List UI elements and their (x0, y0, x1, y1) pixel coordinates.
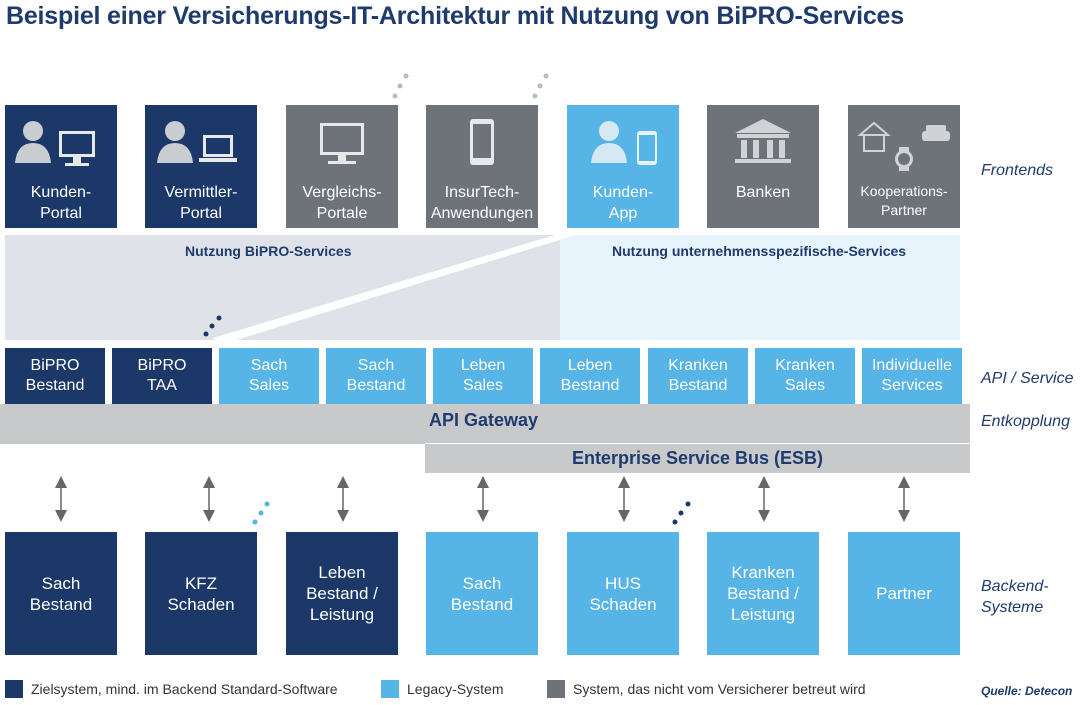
frontend-label-line: InsurTech- (444, 184, 520, 201)
esb-label: Enterprise Service Bus (ESB) (571, 448, 824, 468)
service-label-line: Sach (250, 357, 288, 374)
agent-with-laptop-icon (157, 121, 237, 163)
frontend-label-line: Partner (881, 202, 927, 218)
service-label-line: Sales (248, 377, 290, 394)
service-label-line: Sales (462, 377, 504, 394)
backend-system-box: Partner (848, 532, 960, 655)
company-usage-label: Nutzung unternehmensspezifische-Services (612, 243, 907, 259)
frontend-card: Vergleichs- Portale (286, 105, 398, 228)
side-label-backend: Backend- Systeme (981, 578, 1049, 616)
service-label-line: Bestand (560, 377, 620, 394)
service-label-line: Leben (567, 357, 613, 374)
service-box: BiPRO TAA (112, 348, 212, 404)
side-label-frontends: Frontends (981, 162, 1054, 179)
page-title: Beispiel einer Versicherungs-IT-Architek… (6, 2, 904, 30)
frontend-label-line: Anwendungen (430, 205, 534, 222)
frontend-label-line: Portale (316, 205, 368, 222)
bipro-usage-label: Nutzung BiPRO-Services (185, 243, 352, 259)
backend-label-line: Leistung (730, 605, 796, 624)
smartphone-icon (470, 119, 494, 165)
legend-swatch (5, 680, 23, 698)
frontend-card: Kooperations- Partner (848, 105, 960, 228)
backend-label-line: KFZ (184, 573, 218, 593)
service-box: BiPRO Bestand (5, 348, 105, 404)
legend-label: System, das nicht vom Versicherer betreu… (573, 681, 866, 697)
legend-label: Zielsystem, mind. im Backend Standard-So… (31, 681, 338, 697)
frontend-label-line: App (608, 205, 638, 222)
frontend-label-line: Portal (180, 205, 222, 222)
service-label-line: Sales (784, 377, 826, 394)
frontend-label-line: Portal (40, 205, 82, 222)
service-label-line: Bestand (346, 377, 406, 394)
frontend-label-line: Vermittler- (164, 184, 238, 201)
legend-swatch (381, 680, 399, 698)
frontend-label-line: Kooperations- (860, 183, 948, 199)
frontend-card: Vermittler- Portal (145, 105, 257, 228)
source-label: Quelle: Detecon (981, 684, 1073, 698)
frontend-card: Banken (707, 105, 819, 228)
frontend-card: Kunden- App (567, 105, 679, 228)
customer-with-phone-icon (591, 121, 657, 165)
backend-label-line: Bestand (450, 594, 514, 614)
backend-label-line: Leben (318, 563, 366, 582)
service-label-line: Bestand (25, 377, 85, 394)
backend-label-line: HUS (605, 573, 641, 593)
side-label-api: API / Service (981, 370, 1074, 387)
backend-label-line: Leistung (309, 605, 375, 624)
frontend-label-line: Kunden- (30, 184, 92, 201)
frontend-label-line: Banken (735, 184, 791, 201)
backend-label-line: Sach (41, 573, 81, 593)
api-gateway-label: API Gateway (429, 410, 539, 430)
backend-label-line: Bestand (29, 594, 93, 614)
esb-bar: Enterprise Service Bus (ESB) (425, 443, 970, 473)
backend-label-line: Schaden (167, 594, 235, 614)
monitor-icon (320, 123, 364, 164)
service-label-line: Individuelle (871, 357, 953, 374)
api-gateway-bar (0, 404, 970, 444)
backend-label-line: Partner (876, 584, 932, 603)
backend-label-line: Kranken (731, 563, 795, 582)
frontend-card: InsurTech- Anwendungen (426, 105, 538, 228)
side-label-decoupling: Entkopplung (981, 413, 1070, 430)
service-label-line: Leben (460, 357, 506, 374)
service-label-line: Sach (357, 357, 395, 374)
frontend-card: Kunden- Portal (5, 105, 117, 228)
backend-label-line: Sach (462, 573, 502, 593)
customer-with-monitor-icon (15, 121, 95, 166)
house-car-watch-icon (857, 121, 950, 171)
service-label-line: BiPRO (137, 357, 187, 374)
backend-label-line: Bestand / (306, 584, 378, 603)
frontend-label-line: Vergleichs- (302, 184, 382, 201)
legend-swatch (547, 680, 565, 698)
company-usage-area (560, 235, 960, 340)
backend-label-line: Bestand / (727, 584, 799, 603)
service-label-line: Kranken (775, 357, 835, 374)
legend-label: Legacy-System (407, 681, 504, 697)
service-label-line: Bestand (668, 377, 728, 394)
service-label-line: Kranken (668, 357, 728, 374)
service-label-line: TAA (147, 377, 177, 394)
frontend-label-line: Kunden- (592, 184, 654, 201)
backend-label-line: Schaden (589, 594, 657, 614)
bank-building-icon (735, 119, 791, 163)
service-label-line: BiPRO (30, 357, 80, 374)
service-label-line: Services (881, 377, 943, 394)
